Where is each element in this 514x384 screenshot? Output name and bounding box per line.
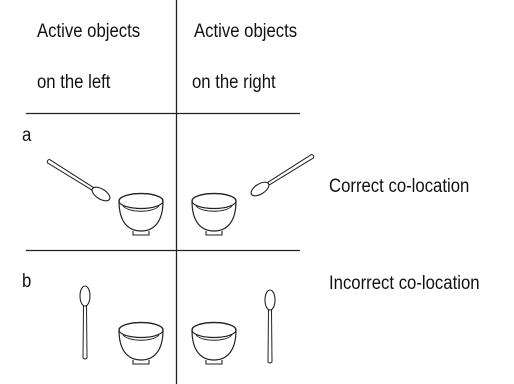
right-column-header-line2: on the right [192,72,276,93]
row-a-letter: a [22,125,32,146]
right-column-header-line1: Active objects [194,21,298,42]
bowl-icon [191,192,237,236]
bowl-icon [118,192,164,236]
row-b-letter: b [22,271,32,292]
row-a-caption: Correct co-location [329,176,470,197]
spoon-icon [79,285,91,360]
left-column-header-line1: Active objects [37,21,141,42]
row-b-caption: Incorrect co-location [329,273,480,294]
spoon-icon [44,155,113,205]
bowl-icon [118,321,164,365]
spoon-icon [248,150,317,200]
spoon-icon [264,289,276,364]
left-column-header-line2: on the left [37,72,111,93]
bowl-icon [191,321,237,365]
